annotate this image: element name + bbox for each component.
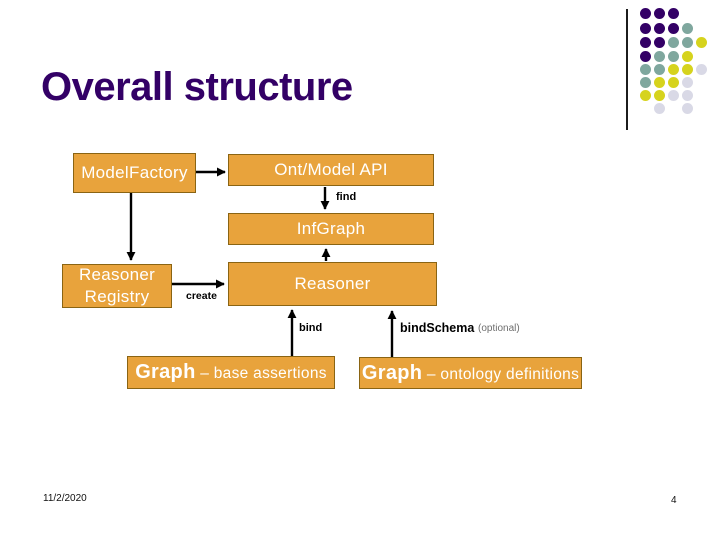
decorative-dot xyxy=(667,76,679,88)
decorative-dot xyxy=(653,63,665,75)
decorative-dot xyxy=(695,36,707,48)
decorative-dot xyxy=(667,89,679,101)
decorative-dot xyxy=(639,76,651,88)
decorative-dot xyxy=(639,63,651,75)
edge-label-optional: (optional) xyxy=(478,323,520,334)
graph-ontology-main: Graph xyxy=(361,361,423,384)
decorative-dot xyxy=(639,22,651,34)
decorative-dot xyxy=(667,50,679,62)
page-number: 4 xyxy=(671,495,677,506)
graph-base-main: Graph xyxy=(135,361,196,383)
decorative-dot xyxy=(681,76,693,88)
edge-label-bind: bind xyxy=(299,322,323,334)
box-graph-ontology-definitions-label: Graph – ontology definitions xyxy=(360,362,581,385)
box-reasoner: Reasoner xyxy=(228,262,437,306)
decorative-dot xyxy=(667,36,679,48)
decorative-dot xyxy=(639,50,651,62)
box-graph-base-assertions-label: Graph – base assertions xyxy=(128,361,334,384)
box-reasoner-label: Reasoner xyxy=(294,274,371,293)
decorative-dot xyxy=(653,7,665,19)
footer-date: 11/2/2020 xyxy=(43,493,87,504)
box-inf-graph: InfGraph xyxy=(228,213,434,245)
decorative-dot xyxy=(653,76,665,88)
decorative-dot xyxy=(667,63,679,75)
decorative-dot xyxy=(667,22,679,34)
decorative-dot xyxy=(653,89,665,101)
box-inf-graph-label: InfGraph xyxy=(296,219,366,238)
box-reasoner-registry: Reasoner Registry xyxy=(62,264,172,308)
decorative-dot xyxy=(667,7,679,19)
box-model-factory-label: ModelFactory xyxy=(81,163,188,182)
box-graph-ontology-definitions: Graph – ontology definitions xyxy=(359,357,582,389)
box-model-factory: ModelFactory xyxy=(73,153,196,193)
edge-label-create: create xyxy=(186,290,217,302)
decorative-dot xyxy=(695,63,707,75)
decorative-dot xyxy=(681,102,693,114)
edge-label-find: find xyxy=(336,191,357,203)
decorative-dot xyxy=(681,89,693,101)
graph-ontology-rest: – ontology definitions xyxy=(422,365,580,383)
decorative-dot xyxy=(681,63,693,75)
box-ont-model-api: Ont/Model API xyxy=(228,154,434,186)
box-reasoner-registry-line1: Reasoner xyxy=(78,265,156,285)
decorative-dot xyxy=(653,50,665,62)
decorative-dot xyxy=(681,50,693,62)
box-ont-model-api-label: Ont/Model API xyxy=(274,160,388,179)
decorative-dot xyxy=(653,102,665,114)
decorative-dot xyxy=(639,36,651,48)
decorative-dot xyxy=(653,36,665,48)
decorative-dot xyxy=(639,7,651,19)
decorative-divider-line xyxy=(626,9,628,130)
decorative-dot xyxy=(639,89,651,101)
slide-title: Overall structure xyxy=(41,65,353,109)
graph-base-rest: – base assertions xyxy=(195,365,327,382)
box-graph-base-assertions: Graph – base assertions xyxy=(127,356,335,389)
box-reasoner-registry-line2: Registry xyxy=(84,287,150,306)
decorative-dot xyxy=(681,22,693,34)
decorative-dot xyxy=(681,36,693,48)
decorative-dot xyxy=(653,22,665,34)
edge-label-bindschema: bindSchema xyxy=(400,321,475,335)
